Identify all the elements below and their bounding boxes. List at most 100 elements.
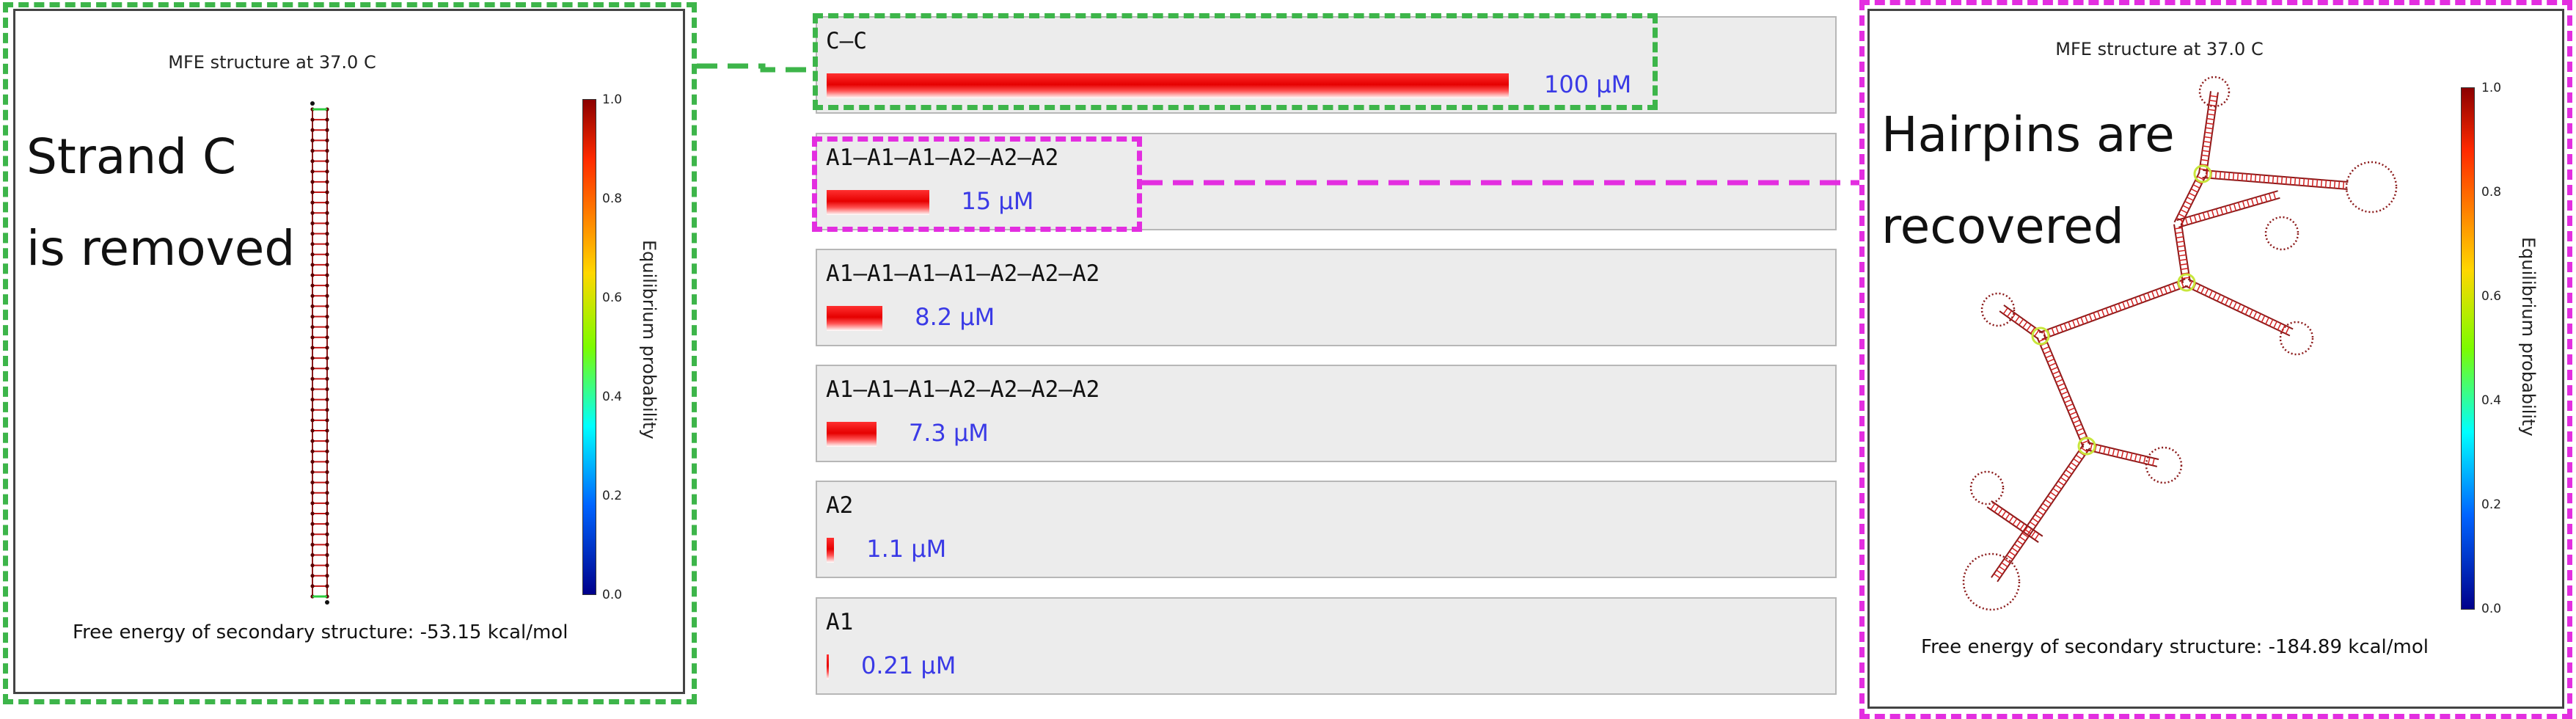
base-pair bbox=[2018, 318, 2024, 326]
nucleotide bbox=[325, 552, 329, 558]
base-pair bbox=[2250, 198, 2255, 206]
right-panel-title: MFE structure at 37.0 C bbox=[2055, 39, 2264, 59]
base-pair bbox=[2254, 174, 2257, 182]
nucleotide bbox=[310, 346, 315, 350]
nucleotide bbox=[325, 428, 329, 433]
base-pair bbox=[2180, 263, 2188, 266]
base-pair bbox=[2097, 310, 2101, 318]
hairpin-loop bbox=[2345, 161, 2398, 213]
right-colorbar-tick: 0.6 bbox=[2481, 289, 2502, 304]
base-pair bbox=[2072, 320, 2076, 328]
base-pair bbox=[2258, 175, 2261, 183]
base-pair bbox=[2055, 379, 2063, 383]
base-pair bbox=[2034, 533, 2040, 541]
nucleotide bbox=[325, 346, 329, 350]
right-annotation-line1: Hairpins are bbox=[1881, 106, 2175, 163]
hairpin-loop bbox=[2264, 216, 2299, 251]
base-pair bbox=[2206, 117, 2214, 120]
nucleotide bbox=[325, 470, 329, 475]
nucleotide bbox=[310, 511, 315, 516]
nucleotide bbox=[310, 480, 315, 485]
nucleotide bbox=[310, 366, 315, 371]
base-pair bbox=[2203, 145, 2211, 148]
base-pair bbox=[2241, 173, 2244, 181]
nucleotide bbox=[310, 242, 315, 247]
base-pair bbox=[2065, 469, 2073, 475]
base-pair bbox=[2302, 178, 2305, 186]
base-pair bbox=[2016, 539, 2024, 545]
complex-row: A2 1.1 μM bbox=[816, 481, 1837, 578]
base-pair bbox=[2118, 303, 2122, 311]
nucleotide bbox=[325, 522, 329, 526]
base-pair bbox=[2217, 294, 2221, 302]
base-pair bbox=[2045, 354, 2053, 359]
base-pair bbox=[2228, 299, 2233, 307]
junction-loop bbox=[2031, 326, 2050, 346]
nucleotide bbox=[325, 200, 329, 205]
complex-row: A1–A1–A1–A1–A2–A2–A2 8.2 μM bbox=[816, 249, 1837, 346]
base-pair bbox=[2088, 314, 2093, 321]
stem-strand bbox=[2038, 278, 2186, 334]
base-pair bbox=[2236, 304, 2242, 311]
base-pair bbox=[2172, 283, 2176, 291]
stem-strand bbox=[2176, 190, 2278, 222]
base-pair bbox=[2338, 180, 2341, 189]
right-annotation-line2: recovered bbox=[1881, 198, 2124, 255]
base-pair bbox=[2093, 312, 2097, 320]
complex-name: A1–A1–A1–A2–A2–A2–A2 bbox=[826, 376, 1100, 403]
right-colorbar bbox=[2461, 87, 2475, 610]
concentration-label: 15 μM bbox=[961, 187, 1034, 215]
base-pair bbox=[2197, 175, 2204, 180]
base-pair bbox=[2202, 150, 2210, 153]
nucleotide bbox=[325, 304, 329, 309]
hairpin-loop bbox=[1969, 470, 2005, 506]
nucleotide bbox=[325, 366, 329, 371]
concentration-label: 7.3 μM bbox=[908, 419, 989, 447]
base-pair bbox=[2047, 358, 2054, 362]
base-pair bbox=[2273, 321, 2277, 329]
right-free-energy: Free energy of secondary structure: -184… bbox=[1921, 636, 2429, 658]
nucleotide bbox=[310, 148, 315, 153]
nucleotide bbox=[325, 180, 329, 184]
base-pair bbox=[2261, 315, 2266, 323]
base-pair bbox=[2030, 530, 2036, 538]
base-pair bbox=[2116, 450, 2120, 458]
base-pair bbox=[2259, 195, 2264, 203]
nucleotide bbox=[310, 522, 315, 526]
nucleotide bbox=[310, 180, 315, 184]
base-pair bbox=[2054, 484, 2063, 490]
base-pair bbox=[2085, 315, 2088, 324]
base-pair bbox=[2060, 391, 2068, 395]
base-pair bbox=[2052, 371, 2060, 375]
base-pair bbox=[2188, 280, 2193, 288]
base-pair bbox=[2228, 172, 2231, 180]
base-pair bbox=[2265, 317, 2269, 325]
left-annotation-line2: is removed bbox=[26, 220, 296, 277]
concentration-bar bbox=[827, 538, 835, 563]
base-pair bbox=[2043, 350, 2052, 354]
nucleotide bbox=[325, 491, 329, 495]
base-pair bbox=[2320, 180, 2323, 188]
complex-row: A1 0.21 μM bbox=[816, 597, 1837, 695]
nucleotide bbox=[310, 542, 315, 547]
stem-strand bbox=[2173, 224, 2184, 283]
nucleotide bbox=[325, 314, 329, 319]
base-pair bbox=[2099, 445, 2102, 453]
base-pair bbox=[2220, 296, 2225, 304]
base-pair bbox=[2187, 197, 2194, 201]
base-pair bbox=[2178, 213, 2186, 218]
left-panel-title: MFE structure at 37.0 C bbox=[168, 52, 376, 73]
base-pair bbox=[2107, 448, 2111, 456]
base-pair bbox=[2143, 293, 2147, 302]
base-pair bbox=[2011, 547, 2019, 553]
nucleotide bbox=[325, 574, 329, 578]
left-colorbar-tick: 0.8 bbox=[602, 191, 623, 206]
base-pair bbox=[2032, 517, 2039, 523]
base-pair bbox=[2042, 503, 2049, 508]
base-pair bbox=[1998, 566, 2006, 572]
nucleotide bbox=[310, 387, 315, 392]
base-pair bbox=[2019, 523, 2025, 530]
complex-row: C–C 100 μM bbox=[816, 16, 1837, 114]
base-pair bbox=[2269, 319, 2274, 326]
nucleotide bbox=[325, 501, 329, 506]
